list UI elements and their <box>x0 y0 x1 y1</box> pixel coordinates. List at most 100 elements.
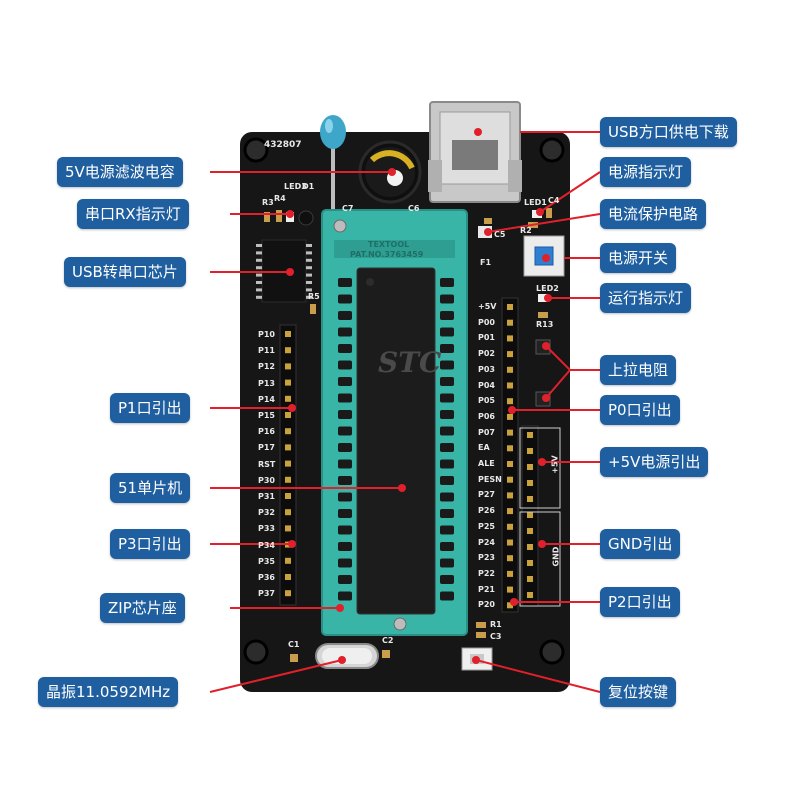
header-pin <box>285 347 291 354</box>
callout-usb-serial-chip: USB转串口芯片 <box>64 257 186 287</box>
serial-chip-pin <box>306 258 312 262</box>
silk-r13: R13 <box>536 320 554 329</box>
silk-r1: R1 <box>490 620 502 629</box>
pin-label: P05 <box>478 396 495 406</box>
header-pin <box>507 382 513 389</box>
leader-dots <box>286 128 552 664</box>
socket-pin-right <box>440 278 454 287</box>
header-pin <box>285 379 291 386</box>
header-pin <box>507 539 513 546</box>
socket-pin-left <box>338 492 352 502</box>
mount-hole-bottom-left <box>243 639 269 665</box>
pin-label: P02 <box>478 349 495 359</box>
socket-pin-right <box>440 492 454 502</box>
pin-label: P33 <box>258 524 275 534</box>
socket-pin-left <box>338 542 352 551</box>
pin-label: P24 <box>478 537 495 547</box>
pin-label: P06 <box>478 411 495 421</box>
socket-pin-right <box>440 393 454 403</box>
socket-pin-left <box>338 476 352 485</box>
silk-c7: C7 <box>342 204 354 213</box>
header-pin <box>507 429 513 436</box>
serial-chip-pin <box>306 288 312 292</box>
pin-label: RST <box>258 459 276 469</box>
callout-p3-out: P3口引出 <box>110 529 190 559</box>
p0-p2-header <box>501 297 519 613</box>
gnd-frame <box>519 511 561 607</box>
serial-chip-pin <box>256 251 262 255</box>
socket-pin-right <box>440 294 454 304</box>
pin-label: P20 <box>478 600 495 610</box>
socket-pin-right <box>440 509 454 518</box>
smd-r4 <box>276 210 282 222</box>
callout-usb-square-port: USB方口供电下载 <box>600 117 737 147</box>
socket-pin-left <box>338 558 352 568</box>
usb-b-port <box>428 101 522 203</box>
smd-c4 <box>546 208 552 218</box>
callout-gnd-out: GND引出 <box>600 529 681 559</box>
serial-chip-pin <box>256 295 262 299</box>
callout-power-led: 电源指示灯 <box>600 157 692 187</box>
socket-pin-left <box>338 278 352 287</box>
pin-label: P03 <box>478 364 495 374</box>
silk-led2: LED2 <box>536 284 559 293</box>
pin-label: P25 <box>478 521 495 531</box>
header-pin <box>507 335 513 342</box>
header-pin <box>527 576 533 582</box>
callout-reset-button: 复位按键 <box>600 677 677 707</box>
callout-zif-socket: ZIP芯片座 <box>100 593 185 623</box>
silk-c5: C5 <box>494 230 506 239</box>
socket-pin-left <box>338 377 352 386</box>
silk-f1: F1 <box>480 258 492 267</box>
socket-pin-right <box>440 443 454 452</box>
silk-r2: R2 <box>520 226 532 235</box>
header-pin <box>507 586 513 593</box>
header-pin <box>507 476 513 483</box>
callout-p0-out: P0口引出 <box>600 395 680 425</box>
pin-label: P23 <box>478 553 495 563</box>
header-pin <box>285 412 291 418</box>
socket-brand: TEXTOOL <box>368 240 410 249</box>
header-pin <box>285 557 291 564</box>
header-pin <box>285 509 291 516</box>
header-pin <box>507 398 513 405</box>
mcu-pin1-dot <box>366 278 374 286</box>
serial-chip-pin <box>256 273 262 277</box>
callout-current-protection: 电流保护电路 <box>600 199 707 229</box>
vcc-frame <box>519 427 561 509</box>
smd-c5 <box>484 218 492 224</box>
pin-label: P21 <box>478 584 495 594</box>
pin-label: P15 <box>258 411 275 420</box>
header-pin <box>507 304 513 310</box>
serial-chip-pin <box>256 258 262 262</box>
smd-r13 <box>538 312 548 318</box>
silk-c1: C1 <box>288 640 300 649</box>
socket-pin-left <box>338 591 352 601</box>
socket-pin-right <box>440 476 454 485</box>
diode-d1 <box>298 210 314 226</box>
pin-label: P34 <box>258 540 275 550</box>
smd-c1 <box>290 654 298 662</box>
mount-hole-top-left <box>243 137 269 163</box>
header-pin <box>527 480 533 486</box>
socket-pin-right <box>440 591 454 601</box>
socket-pin-right <box>440 542 454 551</box>
pin-label: P07 <box>478 427 495 437</box>
pin-label: P00 <box>478 317 495 327</box>
pin-label: P22 <box>478 568 495 578</box>
header-pin <box>507 351 513 358</box>
silk-led3: LED3 <box>284 182 307 191</box>
smd-led2 <box>538 294 548 302</box>
header-pin <box>285 525 291 532</box>
header-pin <box>507 508 513 515</box>
pin-label: P04 <box>478 380 495 390</box>
callout-mcu-51: 51单片机 <box>110 473 191 503</box>
header-pin <box>507 366 513 373</box>
header-pin <box>285 395 291 402</box>
mount-hole-bottom-right <box>539 639 565 665</box>
silk-c4: C4 <box>548 196 560 205</box>
mcu-chip <box>356 267 436 615</box>
header-pin <box>285 444 291 451</box>
header-pin <box>507 445 513 452</box>
